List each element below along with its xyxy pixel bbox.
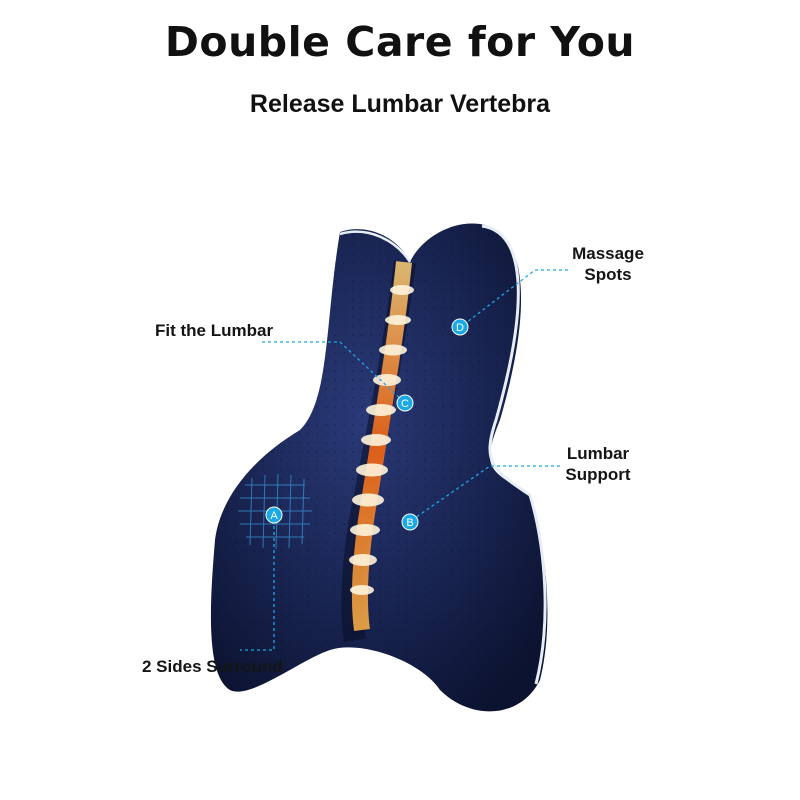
callout-line-2-sides-surround [240,520,275,651]
marker-b: B [401,513,419,531]
svg-text:D: D [456,322,464,334]
callout-fit-the-lumbar: Fit the Lumbar [155,321,274,340]
page-title: Double Care for You [164,18,636,66]
svg-text:B: B [406,517,413,529]
callout-lumbar-support: Lumbar Support [554,443,642,485]
spine-illustration [349,261,414,632]
marker-a: A [265,506,283,524]
callout-line-massage-spots [461,269,568,327]
callout-lumbar-support-line2: Support [565,465,631,484]
svg-text:C: C [401,398,409,410]
marker-c: C [396,394,414,412]
callout-lumbar-support-line1: Lumbar [566,444,630,463]
page-subtitle: Release Lumbar Vertebra [249,90,551,118]
callout-line-lumbar-support [411,465,560,521]
callout-massage-spots: Massage Spots [568,243,648,285]
marker-d: D [451,318,469,336]
callout-massage-spots-line2: Spots [584,265,632,284]
svg-text:A: A [270,510,278,522]
callout-2-sides-surround: 2 Sides Surround [142,657,283,676]
callout-line-fit-the-lumbar [262,341,405,403]
callout-massage-spots-line1: Massage [572,244,644,263]
